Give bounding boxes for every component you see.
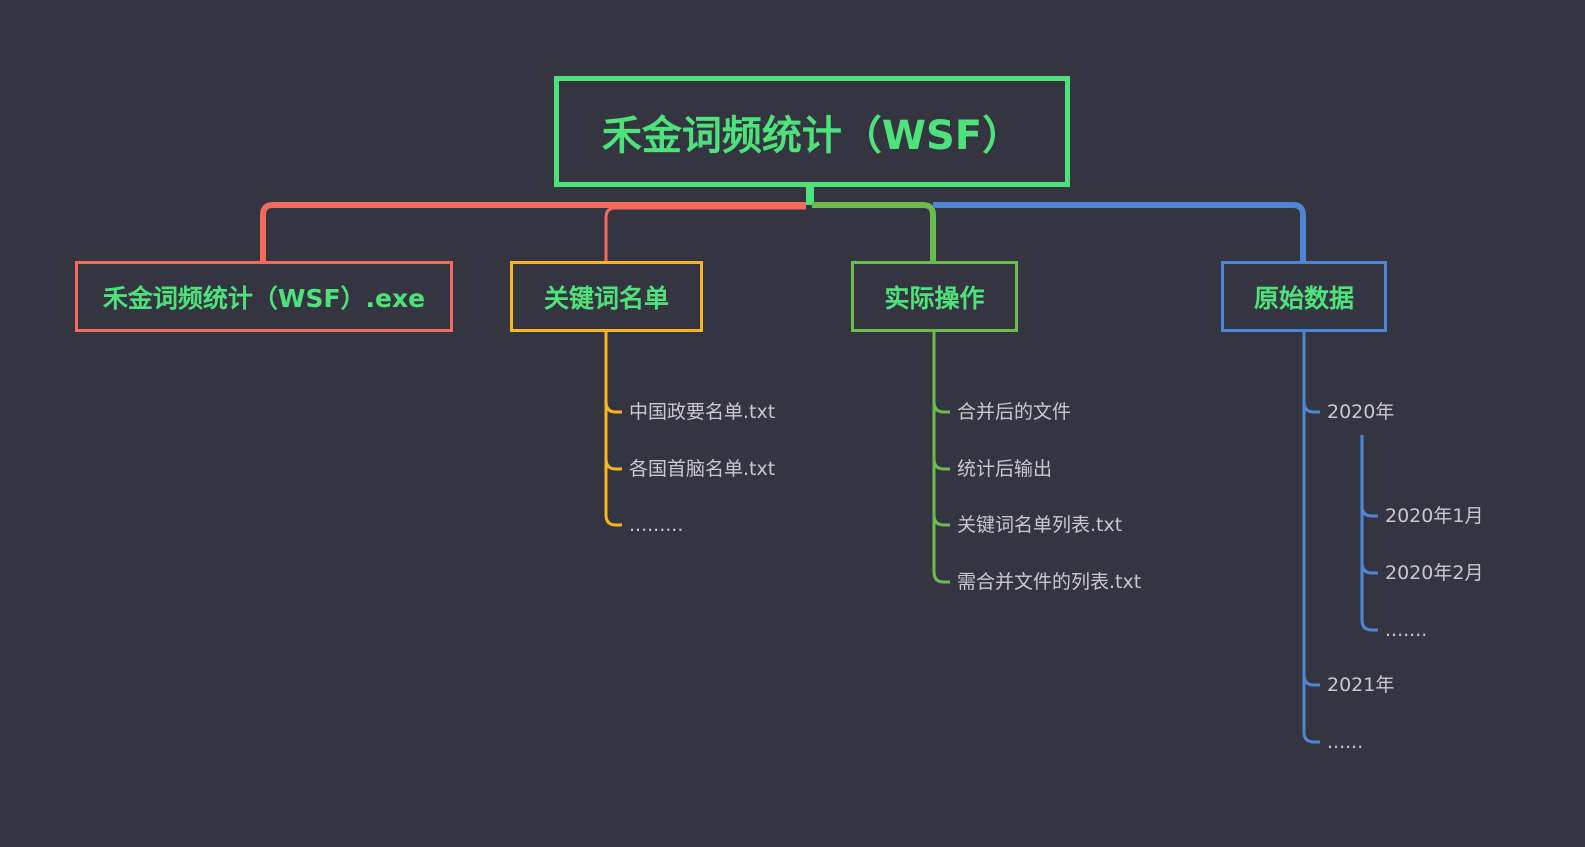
root-label: 禾金词频统计（WSF） [601, 112, 1023, 159]
ops-child-line [932, 332, 950, 584]
root-node[interactable]: 禾金词频统计（WSF） [554, 76, 1070, 187]
data-child-tick-2 [1302, 674, 1320, 687]
ops-child-tick-1 [932, 401, 950, 414]
leaf-operations-1[interactable]: 合并后的文件 [957, 401, 1072, 423]
leaf-2020-jan[interactable]: 2020年1月 [1385, 505, 1484, 527]
branch-node-keywords[interactable]: 关键词名单 [510, 261, 703, 332]
leaf-raw-data-more[interactable]: ...... [1327, 731, 1364, 753]
branch-connector-keywords [604, 206, 806, 261]
leaf-raw-data-2020[interactable]: 2020年 [1327, 401, 1395, 423]
branch-node-raw-data[interactable]: 原始数据 [1221, 261, 1387, 332]
leaf-raw-data-2021[interactable]: 2021年 [1327, 674, 1395, 696]
branch-label-raw-data: 原始数据 [1253, 283, 1354, 313]
branch-connector-data [933, 202, 1306, 261]
leaf-2020-feb[interactable]: 2020年2月 [1385, 562, 1484, 584]
keywords-child-tick-1 [604, 401, 622, 414]
branch-connector-exe [260, 202, 806, 261]
data-child-line [1302, 332, 1320, 744]
leaf-keywords-1[interactable]: 中国政要名单.txt [629, 401, 776, 423]
branch-node-operations[interactable]: 实际操作 [851, 261, 1018, 332]
leaf-2020-more[interactable]: ....... [1385, 619, 1428, 641]
branch-label-keywords: 关键词名单 [543, 283, 669, 313]
leaf-operations-2[interactable]: 统计后输出 [957, 458, 1053, 480]
leaf-operations-4[interactable]: 需合并文件的列表.txt [957, 571, 1142, 593]
ops-child-tick-2 [932, 458, 950, 471]
ops-child-tick-3 [932, 514, 950, 527]
leaf-keywords-3[interactable]: ......... [629, 514, 684, 536]
year2020-child-line [1360, 435, 1378, 632]
data-child-tick-1 [1302, 401, 1320, 414]
branch-label-exe: 禾金词频统计（WSF）.exe [102, 283, 426, 313]
branch-node-exe[interactable]: 禾金词频统计（WSF）.exe [75, 261, 453, 332]
branch-connector-ops [812, 202, 936, 261]
leaf-keywords-2[interactable]: 各国首脑名单.txt [629, 458, 776, 480]
leaf-operations-3[interactable]: 关键词名单列表.txt [957, 514, 1123, 536]
year2020-child-tick-2 [1360, 562, 1378, 575]
keywords-child-line [604, 332, 622, 527]
year2020-child-tick-1 [1360, 505, 1378, 518]
branch-label-operations: 实际操作 [884, 283, 985, 313]
keywords-child-tick-2 [604, 458, 622, 471]
